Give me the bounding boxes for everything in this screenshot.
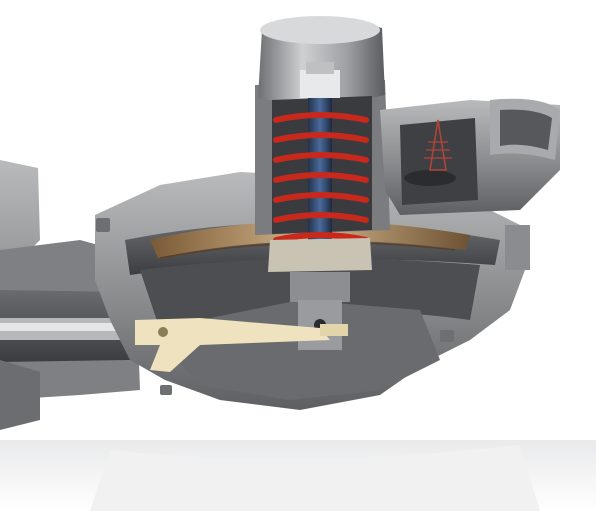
outlet-relief-valve: [380, 98, 560, 270]
valve-lever: [135, 318, 348, 372]
spring: [273, 112, 369, 243]
body-bolts: [96, 218, 454, 395]
valve-seat: [268, 238, 372, 350]
floor-reflection: [0, 440, 596, 511]
